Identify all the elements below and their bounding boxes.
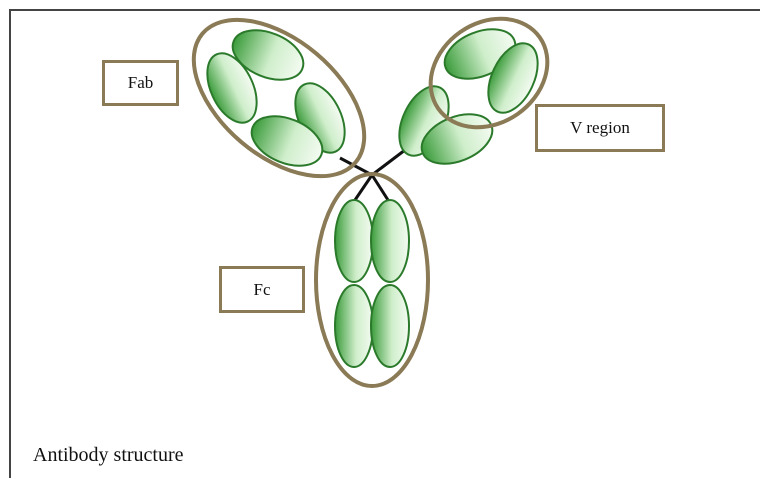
figure-caption: Antibody structure [33,444,184,467]
fc-region-outline [316,174,428,386]
fc-domain-upper-right [371,200,409,282]
v-region-label: V region [535,104,665,152]
right-fab-arm [389,20,547,174]
fc-domain-lower-left [335,285,373,367]
fc-domain-upper-left [335,200,373,282]
left-fab-arm [197,21,354,176]
fc-label: Fc [219,266,305,313]
fc-stem [335,200,409,367]
fc-domain-lower-right [371,285,409,367]
fab-label: Fab [102,60,179,106]
